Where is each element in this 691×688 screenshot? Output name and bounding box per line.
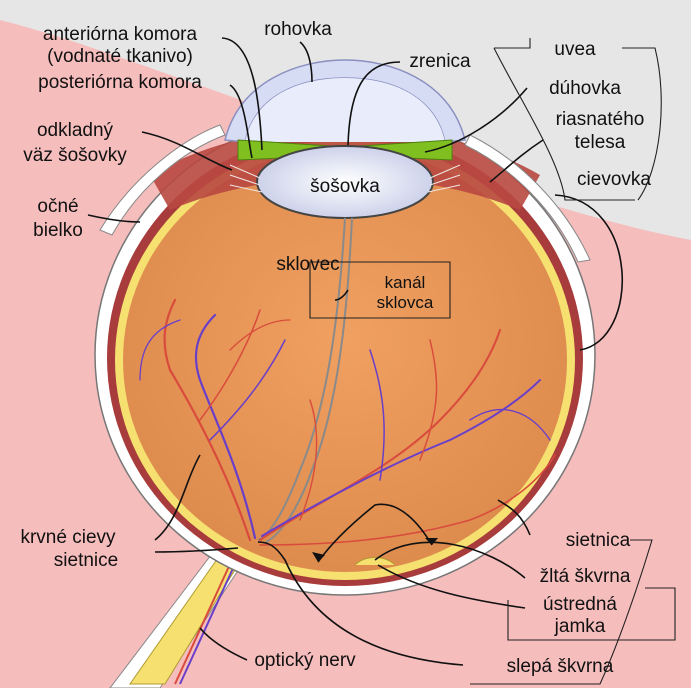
label-optic-nerve: optický nerv — [254, 650, 356, 671]
leader-macula — [374, 541, 526, 579]
conjunctiva-left-shape — [99, 124, 226, 236]
fovea-shape — [354, 557, 396, 566]
label-uvea: uvea — [554, 39, 596, 60]
label-fovea-1: ústredná — [543, 594, 617, 615]
retinal-vessels-shape — [139, 298, 556, 546]
leader-vessels — [154, 454, 201, 541]
label-retinal-vessels-2: sietnice — [54, 550, 118, 571]
label-hyaloid-2: sklovca — [377, 293, 434, 312]
bracket-uvea-main — [493, 47, 635, 201]
label-sclera-1: očné — [37, 196, 78, 217]
label-zonule-1: odkladný — [37, 120, 114, 141]
label-posterior-chamber: posteriórna komora — [38, 72, 202, 93]
label-cornea: rohovka — [264, 19, 332, 40]
conjunctiva-right-shape — [464, 134, 591, 263]
label-fovea-2: jamka — [554, 616, 606, 637]
label-blind-spot: slepá škvrna — [507, 656, 614, 677]
leader-macula-arrows — [317, 503, 433, 563]
leader-ciliary — [489, 139, 544, 183]
leader-posterior-chamber — [229, 84, 253, 159]
bracket-macula — [507, 587, 676, 641]
leader-optic-nerve — [199, 627, 248, 661]
leader-cornea — [299, 41, 313, 83]
label-anterior-chamber-2: (vodnaté tkanivo) — [47, 46, 193, 67]
leader-choroid — [554, 194, 624, 351]
leader-anterior-chamber — [221, 37, 263, 151]
leader-retina — [497, 499, 531, 536]
label-hyaloid-1: kanál — [385, 273, 426, 292]
label-pupil: zrenica — [409, 51, 471, 72]
label-sclera-2: bielko — [33, 220, 83, 241]
bracket-uvea-right — [622, 47, 662, 201]
brackets — [309, 38, 676, 685]
label-ciliary-1: riasnatého — [556, 109, 645, 130]
bracket-vitreous-box — [309, 261, 451, 319]
leader-fovea — [377, 564, 526, 609]
label-zonule-2: väz šošovky — [23, 145, 127, 166]
bracket-uvea-left — [494, 38, 531, 49]
leader-hyaloid — [334, 289, 349, 301]
leader-vessels-2 — [154, 547, 239, 553]
zonules-shape — [229, 164, 461, 193]
leader-blind-spot — [257, 541, 464, 666]
leader-zonule — [141, 131, 233, 171]
leader-lines — [87, 37, 624, 666]
leader-iris — [424, 87, 528, 153]
label-anterior-chamber-1: anteriórna komora — [43, 24, 198, 45]
label-iris: dúhovka — [549, 78, 621, 99]
label-ciliary-2: telesa — [575, 132, 626, 153]
label-retina: sietnica — [566, 530, 631, 551]
bracket-retina — [470, 539, 653, 685]
anterior-chamber-shape — [245, 78, 445, 142]
leader-sclera — [87, 214, 141, 223]
hyaloid-canal-shape — [257, 217, 346, 541]
leader-pupil — [347, 61, 401, 146]
label-vitreous: sklovec — [276, 254, 339, 275]
label-macula: žltá škvrna — [540, 566, 631, 587]
label-lens: šošovka — [310, 176, 380, 197]
label-retinal-vessels-1: krvné cievy — [20, 527, 116, 548]
label-choroid: cievovka — [577, 169, 651, 190]
